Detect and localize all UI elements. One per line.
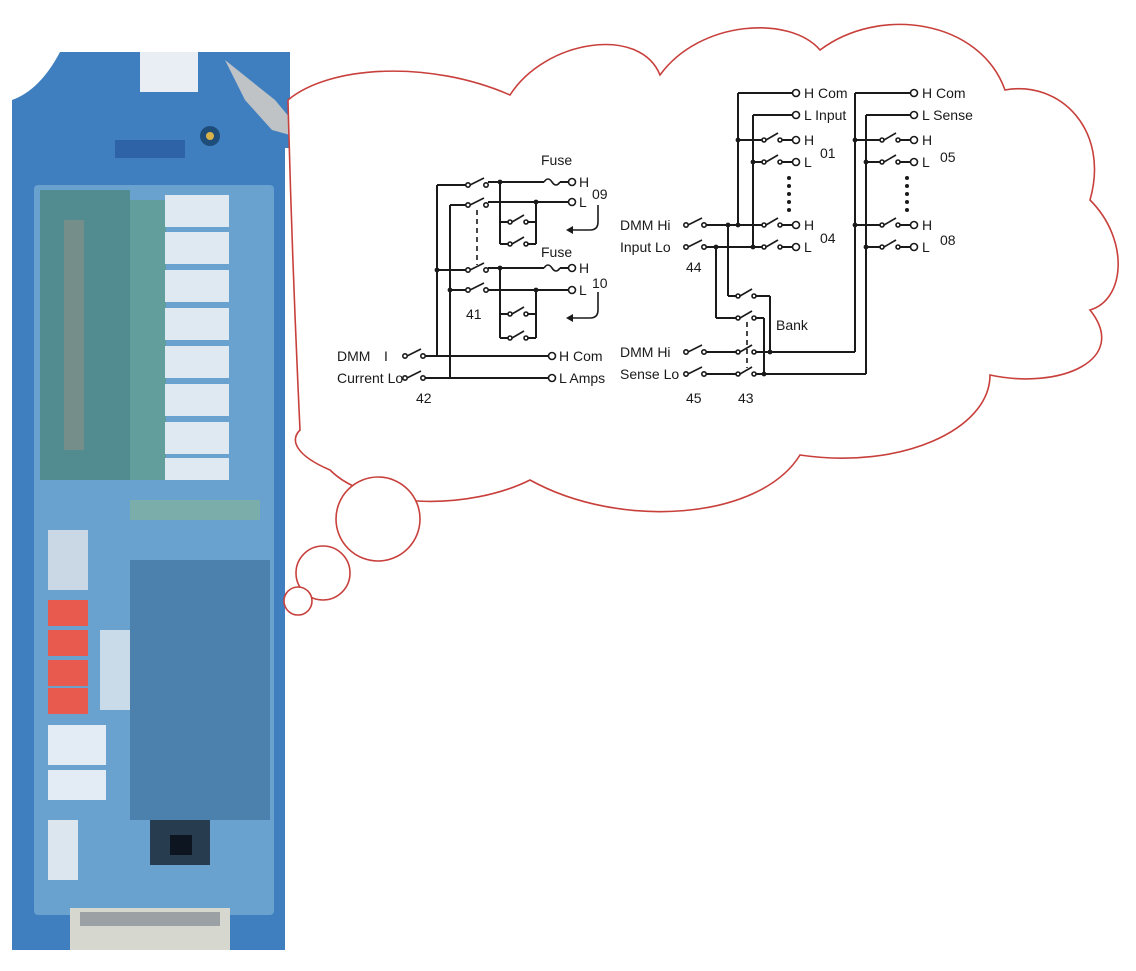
h-com-label-amps: H Com <box>559 348 603 364</box>
switch-45-label: 45 <box>686 390 702 406</box>
dmm-hi-sense-label: DMM Hi <box>620 344 671 360</box>
h-label-05: H <box>922 132 932 148</box>
l-label-09: L <box>579 194 587 210</box>
channel-01-label: 01 <box>820 145 836 161</box>
h-label-04: H <box>804 217 814 233</box>
l-label-05: L <box>922 154 930 170</box>
l-label-01: L <box>804 154 812 170</box>
thought-bubble-medium <box>295 545 351 601</box>
switch-42-label: 42 <box>416 390 432 406</box>
current-lo-label: Current Lo <box>337 370 403 386</box>
l-label-04: L <box>804 239 812 255</box>
current-channel-schematic: Fuse H L 09 Fuse H L 10 41 DMM I Current… <box>337 152 608 406</box>
l-input-label: L Input <box>804 107 846 123</box>
sense-lo-label: Sense Lo <box>620 366 679 382</box>
l-label-10: L <box>579 282 587 298</box>
ellipsis-channels-01-04 <box>787 176 791 212</box>
channel-08-label: 08 <box>940 232 956 248</box>
fuse-label-10: Fuse <box>541 244 572 260</box>
channel-05-label: 05 <box>940 149 956 165</box>
h-com-label-sense: H Com <box>922 85 966 101</box>
thought-cloud <box>283 23 1119 616</box>
h-label-01: H <box>804 132 814 148</box>
h-com-label-input: H Com <box>804 85 848 101</box>
l-sense-label: L Sense <box>922 107 973 123</box>
voltage-channel-schematic: H Com L Input H L 01 H L 04 DMM Hi Input… <box>620 85 973 406</box>
h-label-10: H <box>579 260 589 276</box>
channel-10-label: 10 <box>592 275 608 291</box>
l-label-08: L <box>922 239 930 255</box>
ellipsis-channels-05-08 <box>905 176 909 212</box>
dmm-i-label: I <box>384 348 388 364</box>
input-lo-label: Input Lo <box>620 239 671 255</box>
switch-module-image <box>12 52 290 950</box>
h-label-08: H <box>922 217 932 233</box>
h-label-09: H <box>579 174 589 190</box>
channel-09-label: 09 <box>592 186 608 202</box>
dmm-label-current: DMM <box>337 348 370 364</box>
switch-41-label: 41 <box>466 306 482 322</box>
switch-43-label: 43 <box>738 390 754 406</box>
cloud-outline <box>287 23 1119 513</box>
switch-44-label: 44 <box>686 259 702 275</box>
dmm-hi-input-label: DMM Hi <box>620 217 671 233</box>
thought-bubble-small <box>283 586 313 616</box>
fuse-label-09: Fuse <box>541 152 572 168</box>
channel-04-label: 04 <box>820 230 836 246</box>
thought-bubble-large <box>335 476 421 562</box>
l-amps-label: L Amps <box>559 370 605 386</box>
bank-label: Bank <box>776 317 809 333</box>
